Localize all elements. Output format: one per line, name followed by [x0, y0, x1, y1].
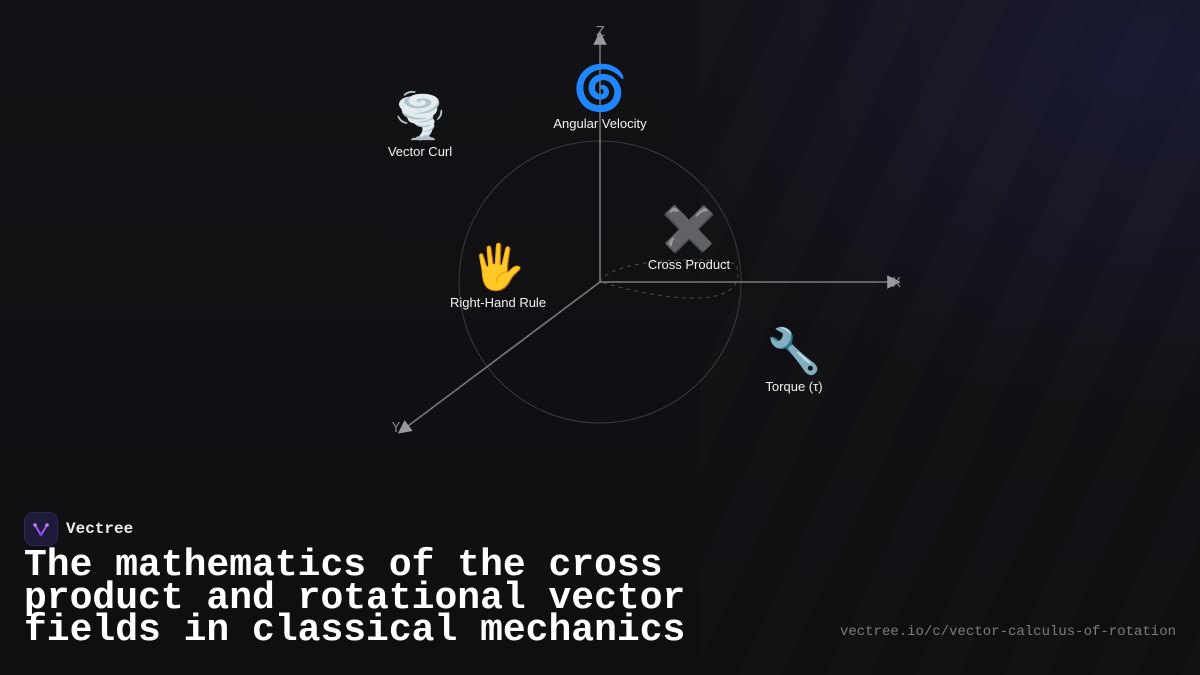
- tornado-icon: 🌪️: [392, 91, 448, 142]
- node-label: Torque (τ): [765, 379, 823, 394]
- brand-name: Vectree: [66, 520, 134, 538]
- page-title: The mathematics of the cross product and…: [24, 544, 686, 652]
- vectree-logo: [24, 512, 58, 546]
- background-rays: [700, 0, 1200, 675]
- wrench-icon: 🔧: [766, 326, 822, 377]
- node-angular-velocity: 🌀 Angular Velocity: [553, 63, 647, 132]
- node-right-hand-rule: 🖐️ Right-Hand Rule: [449, 242, 547, 311]
- cyclone-icon: 🌀: [572, 63, 628, 114]
- node-torque: 🔧 Torque (τ): [765, 326, 823, 395]
- raised-hand-icon: 🖐️: [470, 242, 526, 293]
- y-axis: [397, 281, 601, 434]
- node-label: Right-Hand Rule: [449, 295, 547, 310]
- node-label: Cross Product: [647, 257, 731, 272]
- x-axis-label: X: [892, 276, 901, 291]
- node-cross-product: ✖️ Cross Product: [647, 204, 731, 273]
- page-url[interactable]: vectree.io/c/vector-calculus-of-rotation: [839, 624, 1176, 640]
- rotation-arc: [599, 259, 739, 299]
- logo-mark-icon: [33, 523, 49, 537]
- node-label: Vector Curl: [387, 144, 453, 159]
- z-axis-label: Z: [596, 25, 605, 40]
- node-label: Angular Velocity: [553, 116, 647, 131]
- node-vector-curl: 🌪️ Vector Curl: [387, 91, 453, 160]
- y-axis-label: Y: [391, 421, 400, 436]
- multiply-icon: ✖️: [661, 204, 717, 255]
- brand: Vectree: [24, 512, 133, 546]
